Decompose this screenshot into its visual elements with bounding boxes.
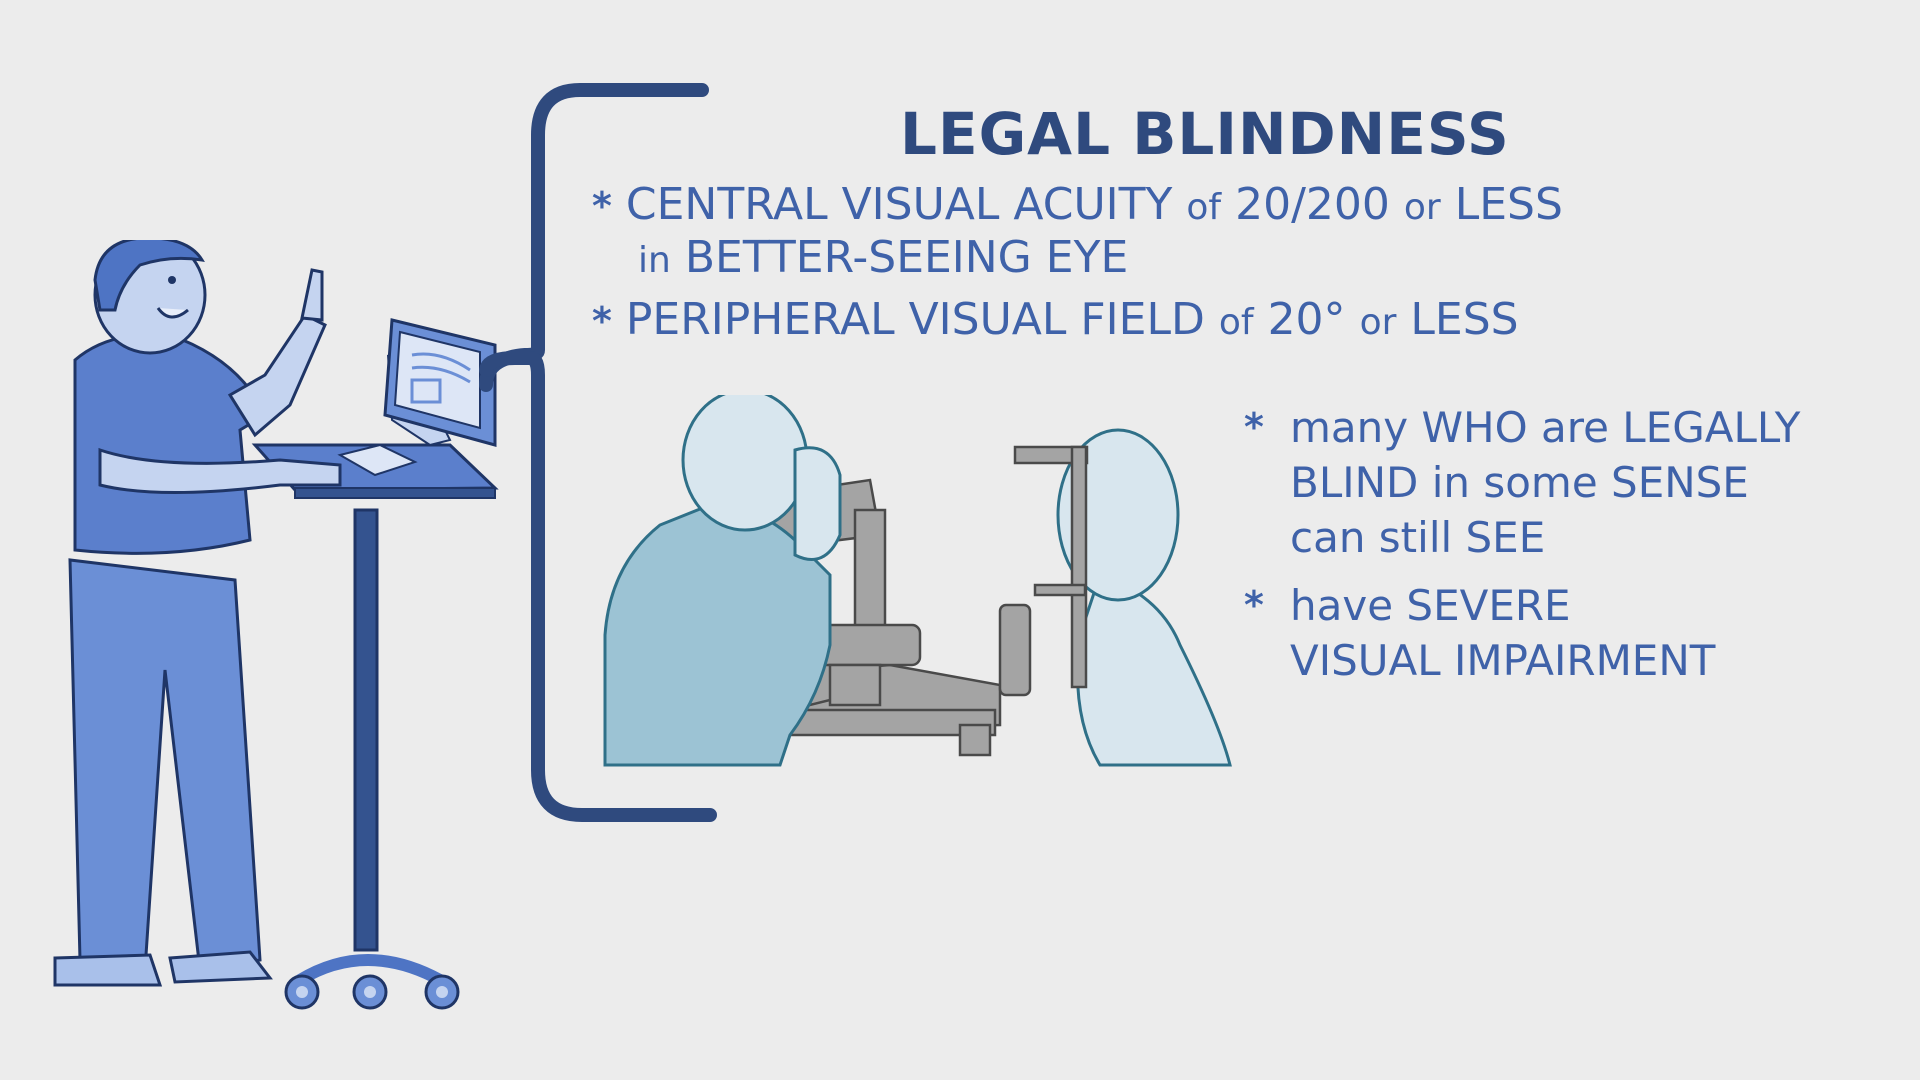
- asterisk-bullet-icon: *: [1244, 583, 1264, 627]
- criterion-2-text-c: 20°: [1267, 294, 1346, 345]
- note-2-line-2: VISUAL IMPAIRMENT: [1290, 636, 1716, 685]
- criterion-1-text-eye: BETTER-SEEING EYE: [684, 232, 1129, 283]
- cart-icon: [251, 318, 499, 1010]
- asterisk-bullet-icon: *: [592, 299, 612, 343]
- asterisk-bullet-icon: *: [592, 184, 612, 228]
- asterisk-bullet-icon: *: [1244, 405, 1264, 449]
- criterion-1-text-a: CENTRAL VISUAL ACUITY: [625, 179, 1173, 230]
- note-1-line-3: can still SEE: [1290, 513, 1546, 562]
- criterion-1-text-c: 20/200: [1235, 179, 1390, 230]
- slide-title: LEGAL BLINDNESS: [900, 100, 1510, 168]
- criterion-1-text-e: LESS: [1454, 179, 1563, 230]
- note-2: * have SEVERE VISUAL IMPAIRMENT: [1244, 578, 1715, 688]
- criterion-2-text-b: of: [1218, 302, 1254, 343]
- criterion-1: * CENTRAL VISUAL ACUITY of 20/200 or LES…: [592, 177, 1563, 236]
- criterion-1-line-2: in BETTER-SEEING EYE: [638, 230, 1128, 289]
- criterion-2-text-a: PERIPHERAL VISUAL FIELD: [625, 294, 1205, 345]
- slit-lamp-exam-illustration: [600, 395, 1270, 785]
- clinician-figure-icon: [53, 240, 342, 987]
- criterion-2-text-d: or: [1359, 302, 1397, 343]
- curly-bracket: [470, 80, 730, 830]
- criterion-1-text-in: in: [638, 240, 671, 281]
- clinician-illustration: [40, 240, 520, 1030]
- criterion-1-text-d: or: [1403, 187, 1441, 228]
- note-1: * many WHO are LEGALLY BLIND in some SEN…: [1244, 400, 1800, 565]
- note-1-line-1: many WHO are LEGALLY: [1290, 403, 1801, 452]
- criterion-2-text-e: LESS: [1410, 294, 1519, 345]
- note-1-line-2: BLIND in some SENSE: [1290, 458, 1749, 507]
- patient-figure-icon: [1056, 428, 1232, 767]
- criterion-1-text-b: of: [1186, 187, 1222, 228]
- note-2-line-1: have SEVERE: [1290, 581, 1571, 630]
- examiner-figure-icon: [603, 395, 842, 767]
- criterion-2: * PERIPHERAL VISUAL FIELD of 20° or LESS: [592, 292, 1519, 351]
